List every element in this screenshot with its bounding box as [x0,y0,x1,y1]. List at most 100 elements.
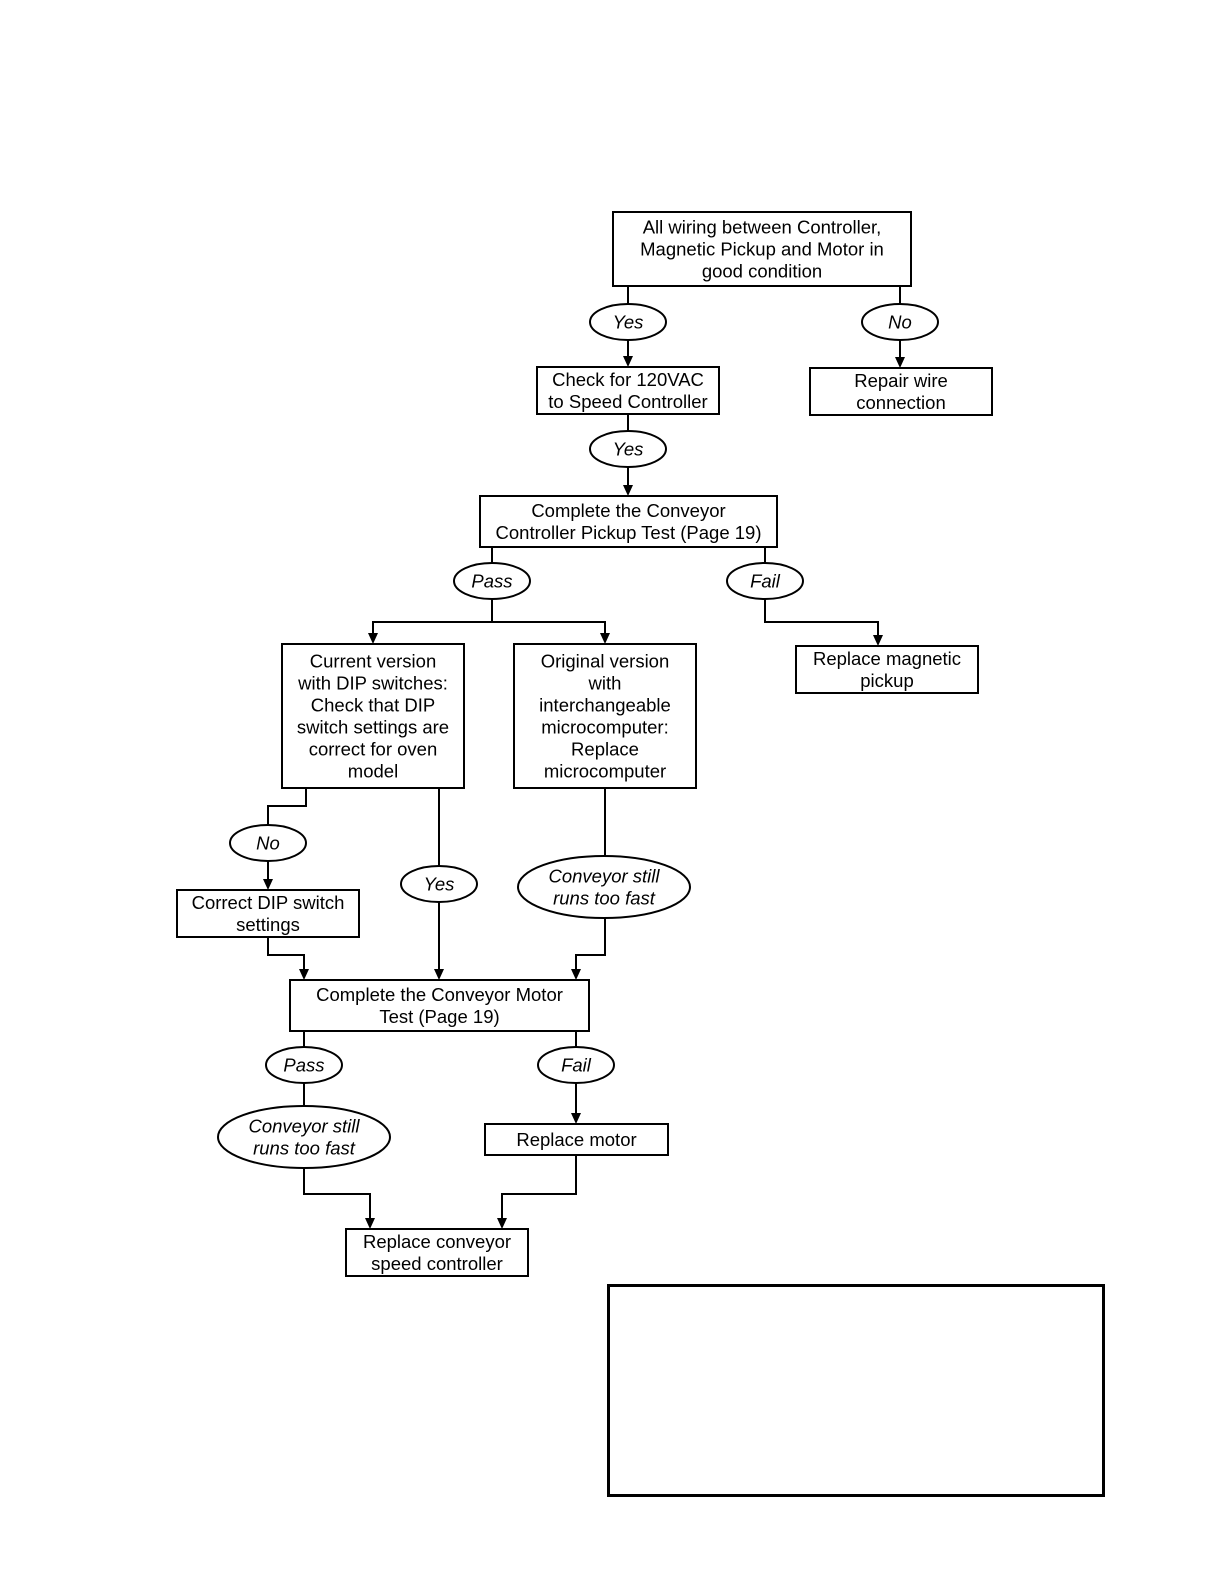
note-box [607,1284,1105,1497]
connector-yes2-to-pickuptest [623,467,633,496]
node-label-line: No [888,312,912,333]
connector-no1-to-repairwire [895,340,905,368]
decision-oval-shape [400,865,478,903]
decision-oval-fail1: Fail [726,562,804,600]
node-label-line: microcomputer: [541,717,668,738]
decision-oval-yes3: Yes [400,865,478,903]
node-label-line: Original version [541,651,670,672]
node-label-line: settings [236,914,300,935]
node-label-line: Yes [613,312,644,333]
connector-line [267,788,307,825]
connector-line [372,599,493,634]
decision-oval-yes2: Yes [589,430,667,468]
flow-box-wiring: All wiring between Controller,Magnetic P… [612,211,912,287]
node-label-line: Controller Pickup Test (Page 19) [496,522,762,543]
node-label-line: No [256,833,280,854]
connector-line [501,1155,577,1219]
node-label-line: Repair wire [854,370,948,391]
node-label-line: Complete the Conveyor [531,500,725,521]
node-label-line: Conveyor still [248,1116,360,1137]
arrowhead-icon [623,485,633,496]
flow-box-shape [345,1228,529,1277]
node-label-line: Pass [283,1055,324,1076]
decision-oval-shape [217,1105,391,1169]
connector-pass1-to-current [368,599,493,644]
node-label-line: Replace magnetic [813,648,961,669]
flow-box-shape [809,367,993,416]
flow-box-shape [281,643,465,789]
node-label-line: Replace motor [516,1129,636,1150]
node-label-line: Check that DIP [311,695,435,716]
node-label-line: Yes [424,874,455,895]
node-label-line: Pass [471,571,512,592]
connector-still2-to-replacespeed [303,1168,375,1229]
flow-box-shape [479,495,778,548]
arrowhead-icon [434,969,444,980]
node-label-line: pickup [860,670,913,691]
node-label-line: runs too fast [553,888,656,909]
arrowhead-icon [873,635,883,646]
node-label-line: connection [856,392,945,413]
node-label-line: correct for oven [309,739,438,760]
connector-yes1-to-check120 [623,340,633,367]
node-label-line: Replace [571,739,639,760]
flow-box-replacemotor: Replace motor [484,1123,669,1156]
arrowhead-icon [600,633,610,644]
decision-oval-pass1: Pass [453,562,531,600]
connector-pass1-to-original [492,621,610,644]
flow-box-shape [484,1123,669,1156]
connector-still1-to-motortest [571,918,606,980]
decision-oval-shape [265,1046,343,1084]
node-label-line: to Speed Controller [548,391,707,412]
decision-oval-shape [726,562,804,600]
decision-oval-no1: No [861,303,939,341]
arrowhead-icon [368,633,378,644]
decision-oval-yes1: Yes [589,303,667,341]
arrowhead-icon [623,356,633,367]
connector-fail2-to-replacemotor [571,1083,581,1124]
connector-line [267,937,305,970]
node-label-line: model [348,761,398,782]
node-label-line: good condition [702,261,822,282]
connector-line [575,918,606,970]
arrowhead-icon [497,1218,507,1229]
arrowhead-icon [571,969,581,980]
flow-box-shape [289,979,590,1032]
flow-box-shape [513,643,697,789]
node-label-line: Magnetic Pickup and Motor in [640,239,884,260]
arrowhead-icon [263,879,273,890]
decision-oval-shape [517,855,691,919]
connector-current-to-no2 [267,788,307,825]
node-label-line: Test (Page 19) [379,1006,499,1027]
connector-correctdip-to-motortest [267,937,309,980]
connector-fail1-to-replacepickup [764,599,883,646]
node-label-line: interchangeable [539,695,671,716]
node-label-line: Complete the Conveyor Motor [316,984,563,1005]
connector-no2-to-correctdip [263,861,273,890]
arrowhead-icon [299,969,309,980]
flow-box-shape [612,211,912,287]
connector-yes3-to-motortest [434,902,444,980]
connector-replacemotor-to-replacespeed [497,1155,577,1229]
node-label-line: Fail [750,571,781,592]
node-label-line: Fail [561,1055,592,1076]
connector-line [764,599,879,636]
flowchart-connectors [263,286,905,1229]
connector-line [492,621,606,634]
node-label-line: Conveyor still [548,866,660,887]
node-label-line: switch settings are [297,717,449,738]
decision-oval-no2: No [229,824,307,862]
connector-line [303,1168,371,1219]
flow-box-shape [536,366,720,415]
